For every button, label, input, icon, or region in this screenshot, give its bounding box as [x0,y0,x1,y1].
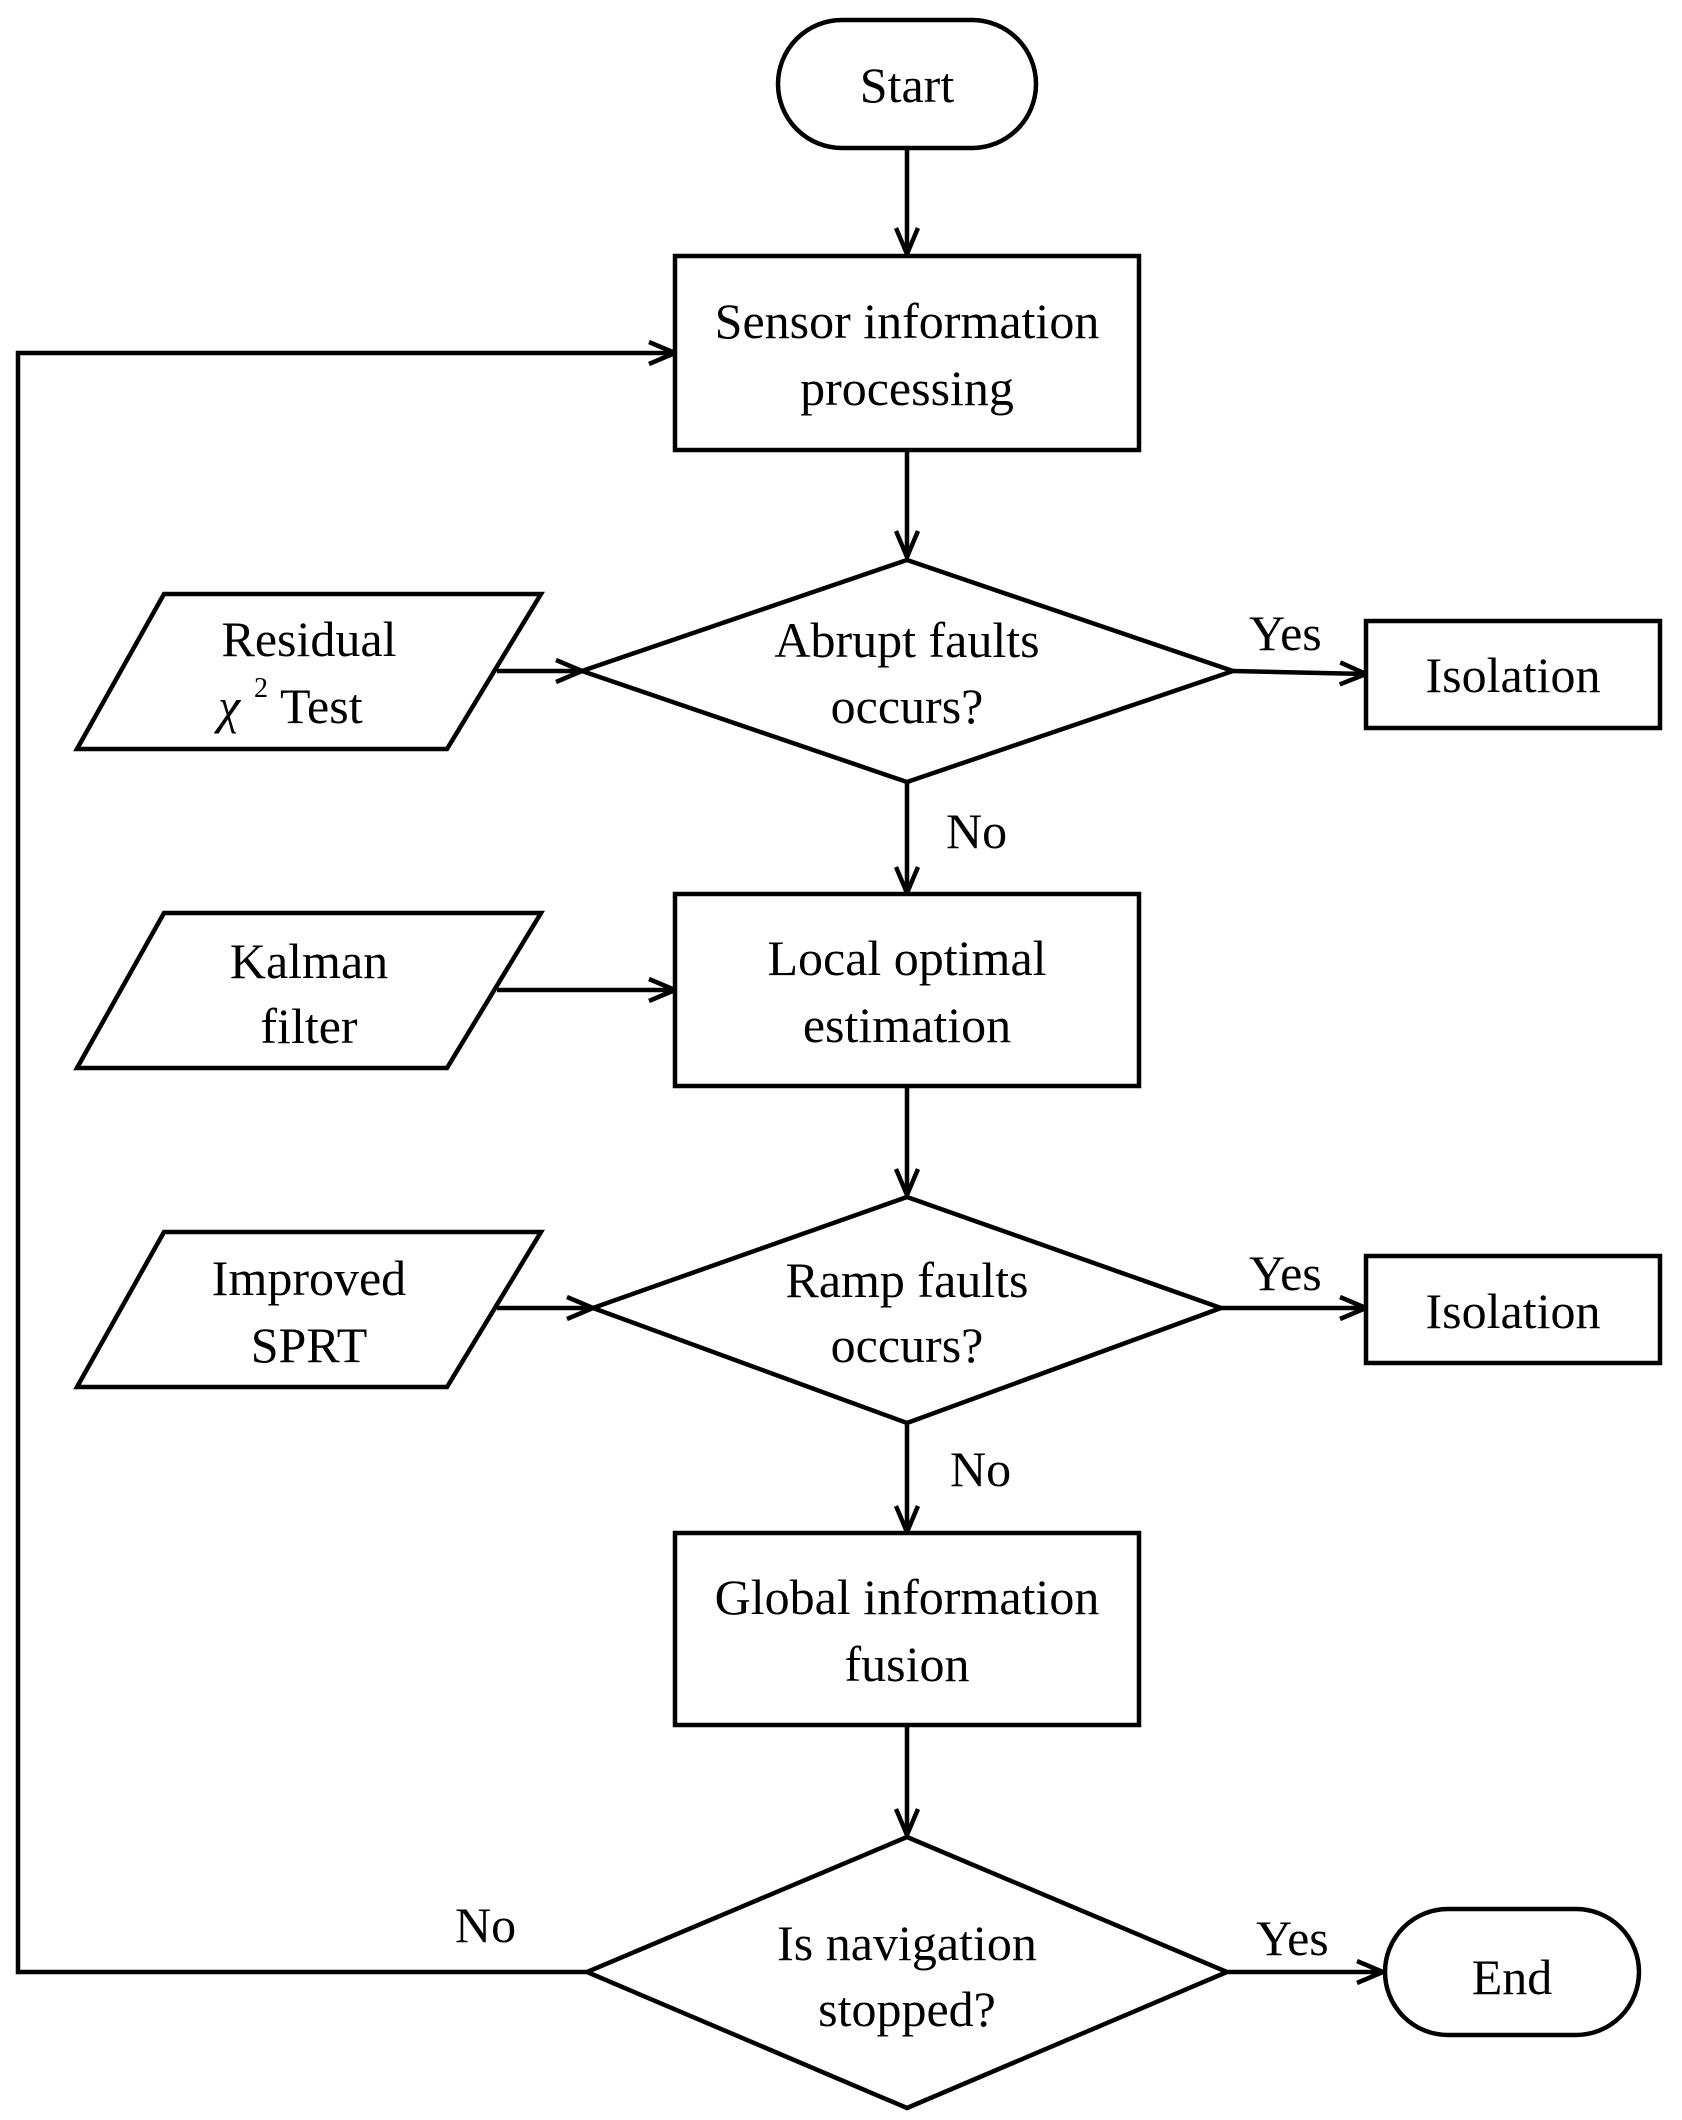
terminator-start-shape [775,17,1039,151]
decision-ramp-shape [586,1194,1228,1426]
kalman-label-line2: filter [260,998,358,1054]
navigation-label-line2: stopped? [818,1981,996,2037]
global-label-line2: fusion [845,1636,970,1692]
local-label-line2: estimation [803,997,1011,1053]
edge-label-ramp-no: No [950,1441,1011,1497]
navigation-label-line1: Is navigation [777,1915,1037,1971]
node-isolation-1: Isolation [1363,618,1663,731]
node-sensor-processing: Sensor information processing [672,253,1142,453]
connectors [15,148,1383,1975]
process-global-shape [672,1530,1142,1728]
node-start: Start [775,17,1039,151]
ramp-label-line1: Ramp faults [785,1252,1028,1308]
node-abrupt-faults: Abrupt faults occurs? [575,557,1240,785]
terminator-end-shape [1382,1906,1642,2038]
abrupt-label-line2: occurs? [831,678,984,734]
node-navigation-stopped: Is navigation stopped? [581,1834,1233,2111]
node-kalman-filter: Kalman filter [73,910,545,1071]
isolation1-label: Isolation [1426,647,1601,703]
arrow-nav-no-loop-to-sensor [15,353,675,1975]
global-label-line1: Global information [715,1569,1100,1625]
decision-abrupt-shape [575,557,1240,785]
isolation2-label: Isolation [1426,1283,1601,1339]
io-sprt-shape [73,1229,545,1390]
process-isolation2-shape [1363,1253,1663,1366]
start-label: Start [860,57,955,113]
node-isolation-2: Isolation [1363,1253,1663,1366]
edge-label-abrupt-no: No [946,803,1007,859]
sensor-label-line2: processing [800,360,1014,416]
node-ramp-faults: Ramp faults occurs? [586,1194,1228,1426]
end-label: End [1472,1949,1553,2005]
sprt-label-line2: SPRT [251,1317,368,1373]
io-kalman-shape [73,910,545,1071]
decision-navigation-shape [581,1834,1233,2111]
node-end: End [1382,1906,1642,2038]
edge-label-ramp-yes: Yes [1249,1245,1322,1301]
process-local-shape [672,891,1142,1089]
process-sensor-shape [672,253,1142,453]
sprt-label-line1: Improved [212,1250,406,1306]
chi-superscript: 2 [254,673,268,704]
local-label-line1: Local optimal [767,930,1046,986]
ramp-label-line2: occurs? [831,1317,984,1373]
node-improved-sprt: Improved SPRT [73,1229,545,1390]
test-word: Test [280,678,363,734]
edge-label-nav-yes: Yes [1256,1910,1329,1966]
residual-label-line1: Residual [222,611,397,667]
abrupt-label-line1: Abrupt faults [774,612,1039,668]
chi-symbol: χ [214,678,242,734]
edge-labels: Yes No Yes No Yes No [455,605,1329,1966]
sensor-label-line1: Sensor information [715,293,1100,349]
kalman-label-line1: Kalman [230,933,388,989]
edge-label-nav-no: No [455,1897,516,1953]
process-isolation1-shape [1363,618,1663,731]
arrow-abrupt-yes-to-isolation [1232,671,1366,674]
node-global-fusion: Global information fusion [672,1530,1142,1728]
node-local-estimation: Local optimal estimation [672,891,1142,1089]
io-residual-shape [73,591,545,752]
edge-label-abrupt-yes: Yes [1249,605,1322,661]
